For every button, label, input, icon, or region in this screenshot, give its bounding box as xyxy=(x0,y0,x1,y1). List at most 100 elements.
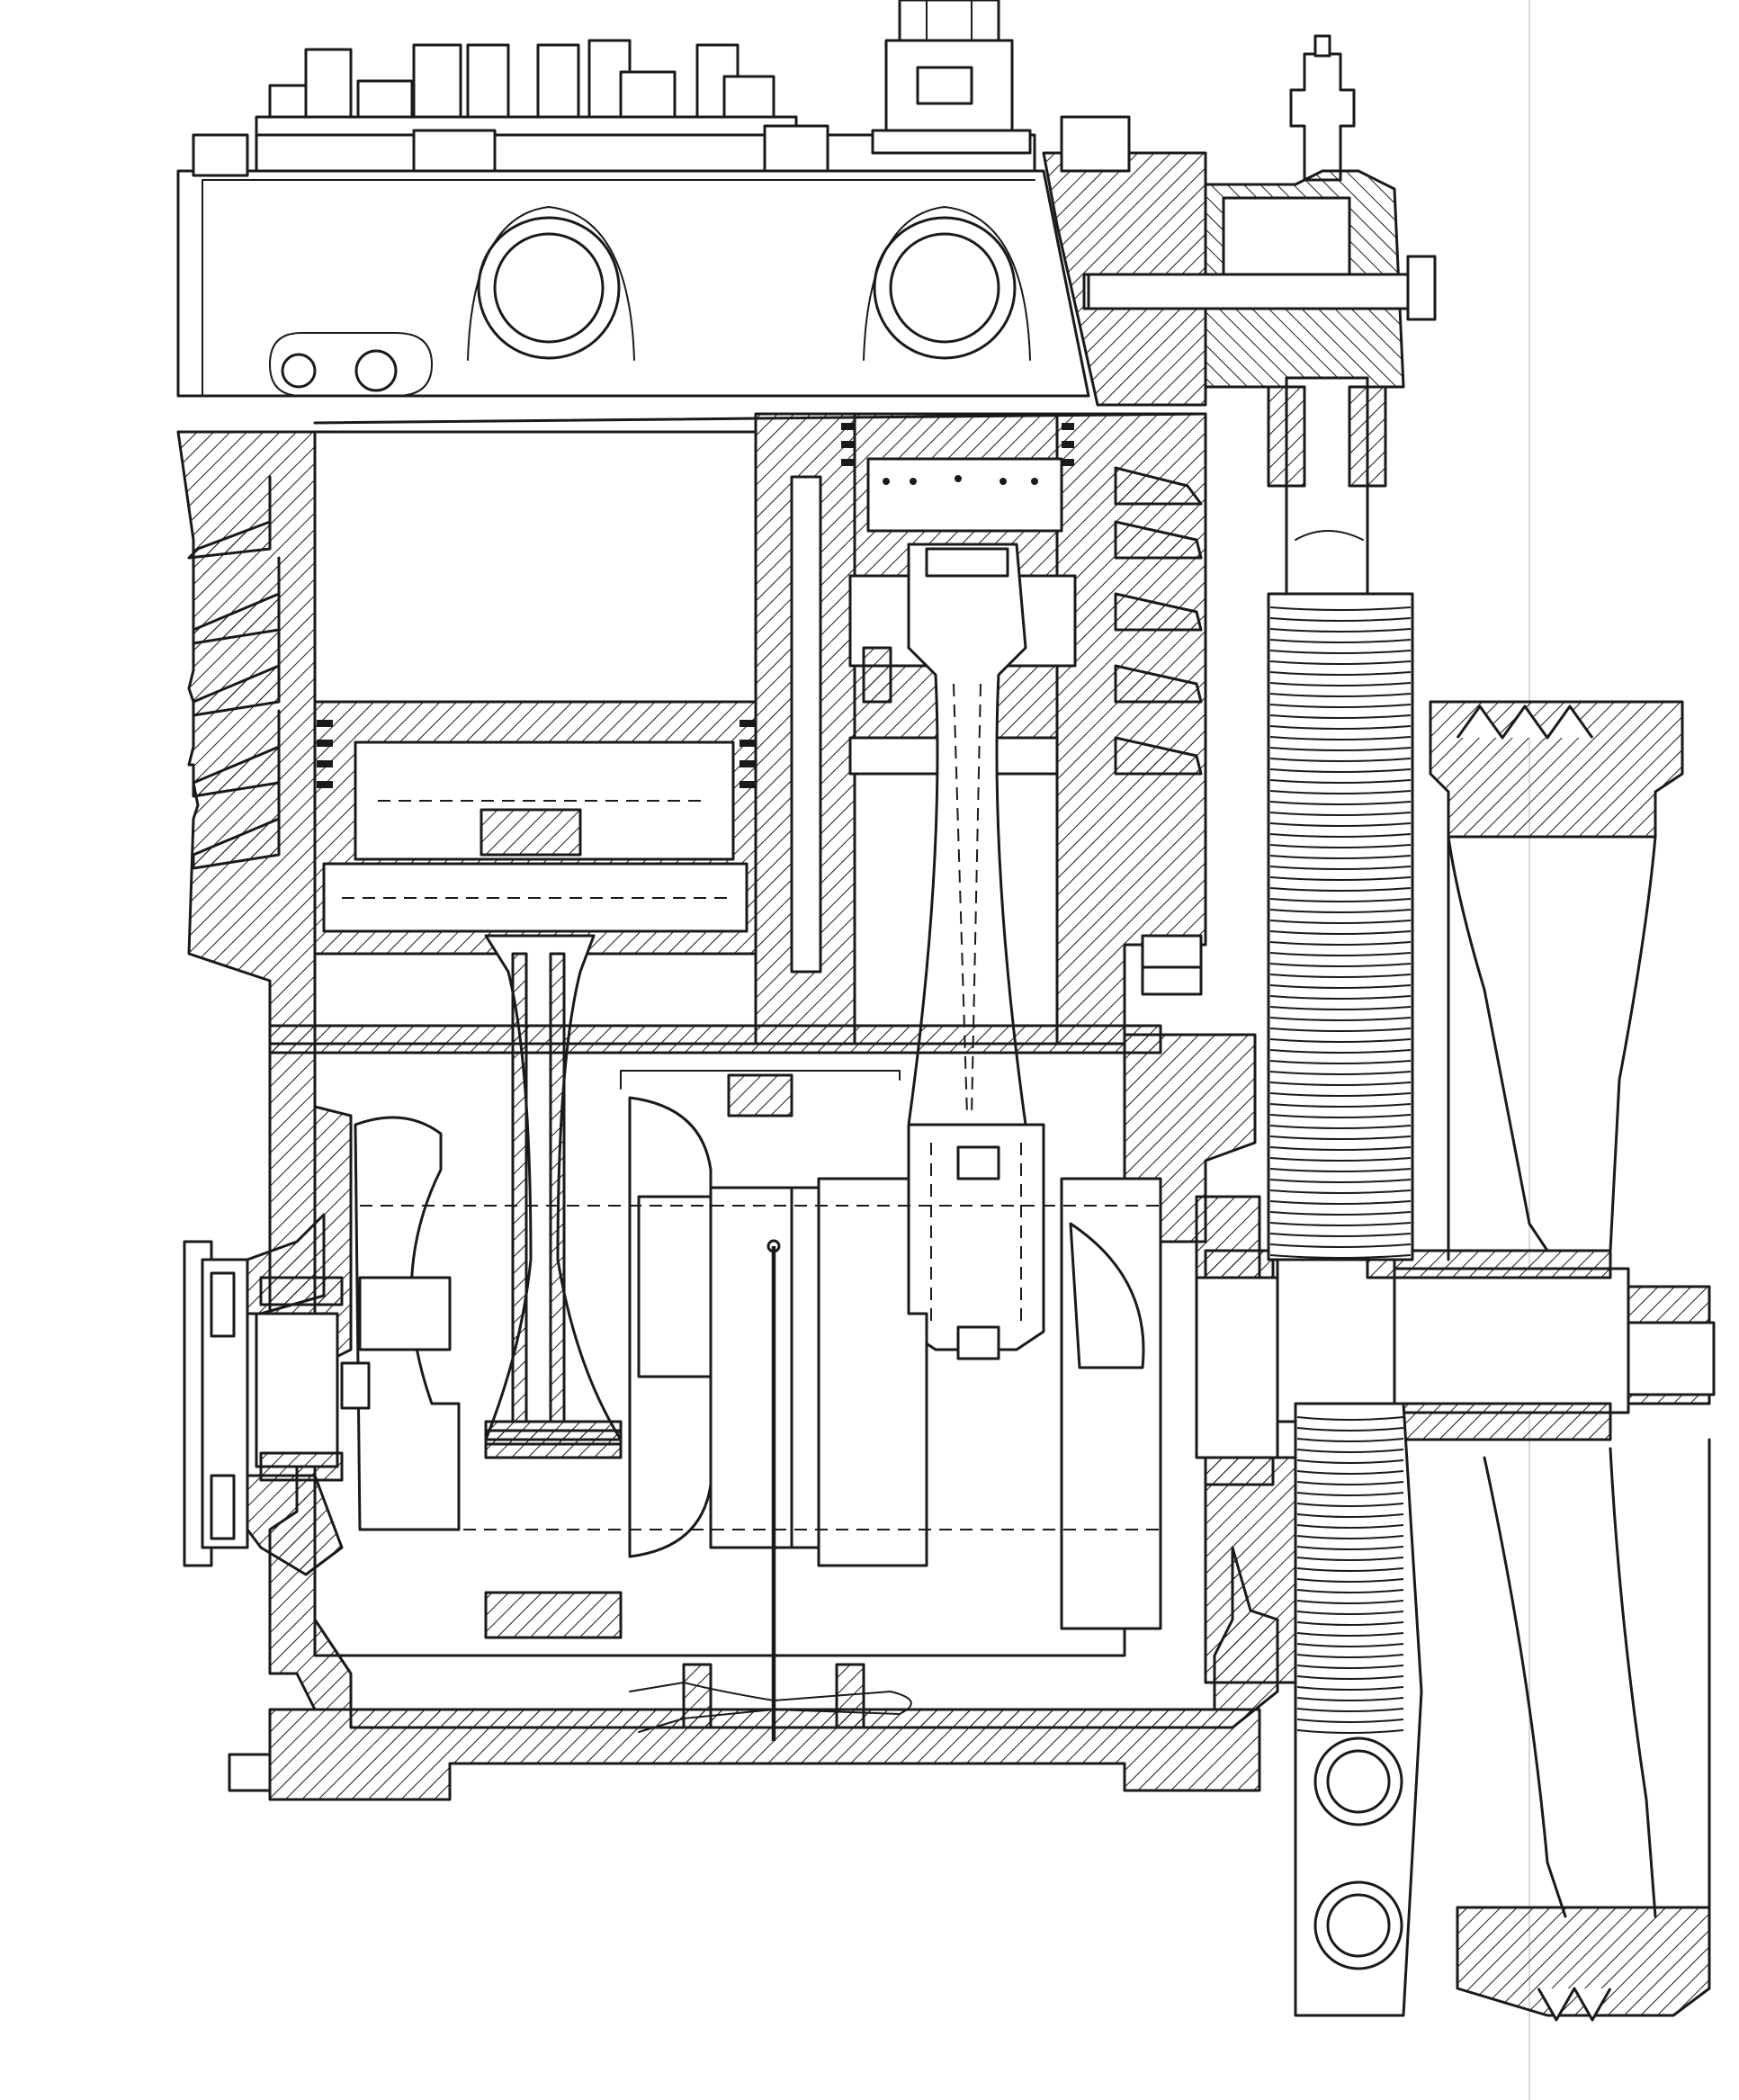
hose-coil-line xyxy=(1269,1006,1412,1010)
hose-coil-line xyxy=(1296,1621,1404,1626)
hose-coil-line xyxy=(1269,822,1412,827)
crankshaft xyxy=(354,1096,1162,1639)
hose-coil-line xyxy=(1269,779,1412,784)
hose-coil-line xyxy=(1269,876,1412,881)
hose-coil-line xyxy=(1269,1179,1412,1183)
hose-coil-line xyxy=(1296,1654,1404,1658)
hose-coil-line xyxy=(1296,1513,1404,1518)
hose-coil-line xyxy=(1269,974,1412,978)
hose-coil-line xyxy=(1296,1686,1404,1691)
hose-coil-line xyxy=(1269,930,1412,935)
hose-coils xyxy=(1269,606,1412,1259)
fitting-bolt xyxy=(1087,273,1423,310)
hose-coil-line xyxy=(1269,1060,1412,1064)
hose-coil-line xyxy=(1269,768,1412,773)
hose-coil-line xyxy=(1296,1719,1404,1723)
hose-coil-line xyxy=(1269,1038,1412,1043)
hose-coil-line xyxy=(1269,1243,1412,1248)
hose-coil-line xyxy=(1296,1492,1404,1496)
hose-coil-line xyxy=(1269,1135,1412,1140)
hose-coil-line xyxy=(1269,1028,1412,1032)
hose-coil-line xyxy=(1269,650,1412,654)
hose-coil-line xyxy=(1269,1254,1412,1259)
hose-coil-line xyxy=(1269,725,1412,730)
hose-coil-line xyxy=(1269,1017,1412,1021)
hose-coil-line xyxy=(1296,1459,1404,1464)
drive-shaft xyxy=(1393,1267,1630,1414)
hose-coil-line xyxy=(1269,866,1412,870)
hose-coil-line xyxy=(1269,995,1412,1000)
hose-coil-line xyxy=(1296,1708,1404,1712)
hose-coil-line xyxy=(1296,1665,1404,1669)
hose-coil-line xyxy=(1269,1103,1412,1108)
hose-coil-line xyxy=(1269,855,1412,859)
hose-coil-line xyxy=(1296,1600,1404,1604)
hose-coil-line xyxy=(1296,1643,1404,1647)
hose-coil-line xyxy=(1269,671,1412,676)
hose-coil-line xyxy=(1269,887,1412,892)
hose-coil-line xyxy=(1296,1546,1404,1550)
hose-coil-line xyxy=(1296,1481,1404,1485)
hex-nut-icon xyxy=(1141,934,1203,969)
hose-coil-line xyxy=(1269,1168,1412,1172)
hose-coil-line xyxy=(1269,693,1412,697)
hose-coil-line xyxy=(1269,714,1412,719)
hose-coil-line xyxy=(1269,1092,1412,1097)
main-bearing-left xyxy=(183,1213,371,1792)
hose-coil-line xyxy=(1269,1222,1412,1226)
hose-coil-line xyxy=(1296,1438,1404,1442)
hose-coil-line xyxy=(1296,1632,1404,1637)
hex-nut-icon xyxy=(268,84,308,119)
hose-coil-line xyxy=(1296,1578,1404,1583)
hose-coil-line xyxy=(1269,833,1412,838)
bolts xyxy=(1141,934,1203,996)
hose-coil-line xyxy=(1269,1189,1412,1194)
hose-coil-line xyxy=(1269,920,1412,924)
hose-coil-line xyxy=(1296,1535,1404,1539)
hose-coil-line xyxy=(1269,660,1412,665)
hose-coil-line xyxy=(1296,1427,1404,1431)
hose-coil-line xyxy=(1269,1146,1412,1151)
cooling-fins xyxy=(176,430,317,1054)
governor-fitting xyxy=(1087,34,1437,389)
flexible-hose xyxy=(1267,376,1423,2017)
hose-coil-line xyxy=(1296,1589,1404,1593)
main-bearing-right xyxy=(1195,1249,1716,1486)
hose-coil-line xyxy=(1296,1729,1404,1734)
hose-coil-line xyxy=(1296,1567,1404,1572)
hose-coil-line xyxy=(1269,1049,1412,1054)
hose-coil-line xyxy=(1269,1081,1412,1086)
piston-rings-right xyxy=(841,423,1074,466)
drive-pulley xyxy=(1429,700,1711,2022)
hose-coil-line xyxy=(1269,790,1412,794)
hose-coil-line xyxy=(1269,747,1412,751)
hose-coil-line xyxy=(1269,898,1412,902)
head-cap-nuts xyxy=(192,39,1131,177)
hose-coil-line xyxy=(1269,844,1412,848)
hose-coil-line xyxy=(1296,1449,1404,1453)
hose-coil-line xyxy=(1269,801,1412,805)
hose-coil-line xyxy=(1269,941,1412,946)
hose-coil-line xyxy=(1269,963,1412,967)
hose-coil-line xyxy=(1269,1157,1412,1162)
hose-coil-line xyxy=(1269,1125,1412,1129)
valve-port-right xyxy=(873,216,1017,360)
hose-coil-line xyxy=(1269,628,1412,633)
hose-coil-line xyxy=(1269,1233,1412,1237)
piston-left xyxy=(313,700,757,956)
piston-dots xyxy=(883,475,1038,485)
cylinder-head xyxy=(176,133,1207,407)
hose-coil-line xyxy=(1269,639,1412,643)
hose-coil-line xyxy=(1296,1611,1404,1615)
piston-rings-left xyxy=(317,720,756,788)
crank-journal xyxy=(709,1186,793,1549)
hose-coil-line xyxy=(1269,984,1412,989)
hose-coil-line xyxy=(1269,758,1412,762)
hose-coil-line xyxy=(1296,1557,1404,1561)
hose-coil-line xyxy=(1269,952,1412,956)
hose-coil-line xyxy=(1296,1416,1404,1421)
hose-fitting-lower xyxy=(1313,1880,1403,1970)
hose-coil-line xyxy=(1296,1470,1404,1475)
